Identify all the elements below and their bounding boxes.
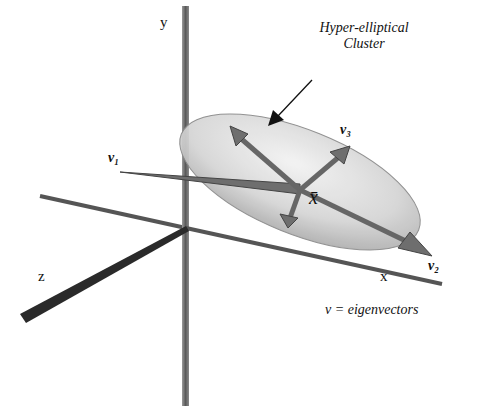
- callout-label: Hyper-elliptical Cluster: [309, 20, 419, 52]
- note-label: v = eigenvectors: [325, 302, 418, 318]
- axis-label: x: [380, 268, 388, 285]
- vector-label: v₁: [108, 150, 119, 166]
- y-axis: [182, 6, 189, 406]
- axis-label: z: [38, 268, 45, 285]
- mean-label: x̄: [309, 186, 318, 209]
- callout-leader: [278, 80, 312, 116]
- eigenvector-arrows: [120, 126, 432, 256]
- callout-arrowhead: [268, 110, 284, 126]
- axis-label: y: [160, 14, 168, 31]
- vector-label: v₃: [340, 122, 351, 138]
- z-axis: [20, 226, 189, 323]
- vector-label: v₂: [428, 258, 439, 274]
- x-axis-back: [40, 196, 186, 228]
